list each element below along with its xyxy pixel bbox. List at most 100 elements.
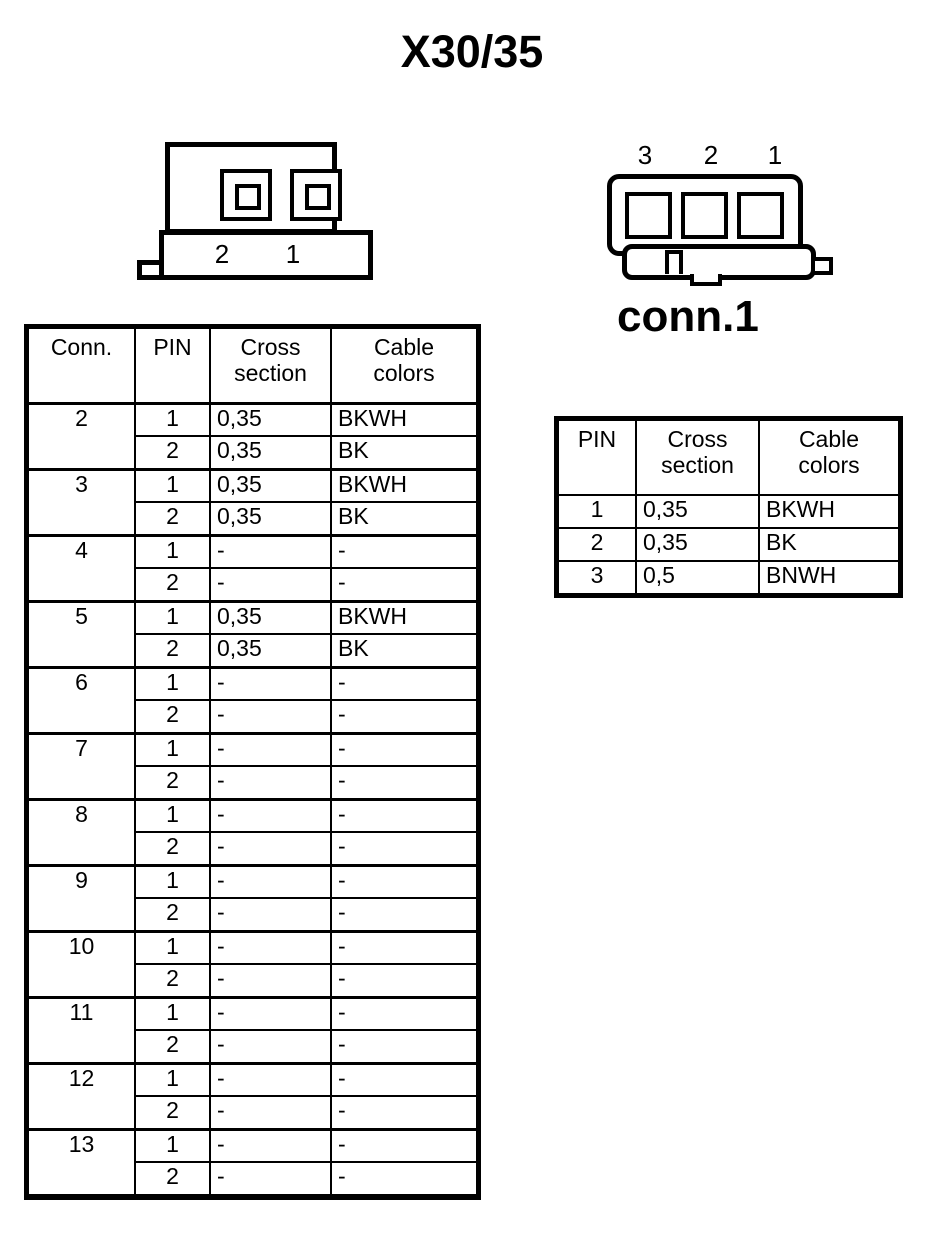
cell-pin: 2 [134,501,211,537]
cell-cross-section: - [209,731,332,767]
cell-cross-section: 0,5 [635,560,760,595]
cell-cross-section: - [209,1029,332,1065]
cell-cable-colors: BK [330,501,478,537]
cell-pin: 1 [134,1061,211,1097]
cell-cable-colors: - [330,765,478,801]
header-cross-line2: section [661,451,734,478]
cell-cable-colors: BNWH [758,560,900,595]
cell-pin: 1 [134,797,211,833]
cell-pin: 2 [134,1029,211,1065]
header-cable-colors: Cable colors [758,419,900,496]
cell-pin: 2 [134,633,211,669]
cell-cross-section: - [209,1127,332,1163]
cell-pin: 1 [134,1127,211,1163]
connector-right-slot-2 [681,192,728,239]
cell-cable-colors: - [330,665,478,701]
cell-pin: 2 [134,699,211,735]
cell-cable-colors: - [330,995,478,1031]
cell-cable-colors: BKWH [330,401,478,437]
connector-right-body [607,174,803,256]
cell-cross-section: - [209,929,332,965]
cell-pin: 1 [557,494,637,529]
cell-cross-section: 0,35 [209,599,332,635]
cell-cable-colors: - [330,533,478,569]
connector-right-slot-1 [737,192,784,239]
cell-cable-colors: - [330,1127,478,1163]
header-pin: PIN [134,327,211,404]
table-row: 2-- [28,1029,478,1065]
header-conn: Conn. [27,327,136,404]
cell-conn: 12 [27,1061,136,1131]
cell-pin: 2 [134,765,211,801]
cell-cable-colors: - [330,863,478,899]
cell-conn: 3 [27,467,136,537]
table-row: 2-- [28,699,478,735]
cell-cable-colors: - [330,1095,478,1131]
cell-conn: 7 [27,731,136,801]
cell-cross-section: - [209,963,332,999]
cell-cable-colors: - [330,699,478,735]
table-row: 2-- [28,1095,478,1131]
connector-left-upper-body [165,142,342,234]
cell-cable-colors: - [330,1029,478,1065]
connector-diagram-left: 2 1 [137,142,377,284]
connector-right-side-tab [811,257,833,275]
connector-left-pin-2-outer [220,169,272,221]
cell-conn: 6 [27,665,136,735]
cell-pin: 1 [134,599,211,635]
cell-pin: 1 [134,533,211,569]
cell-cross-section: - [209,533,332,569]
cell-cable-colors: BK [330,633,478,669]
page-title: X30/35 [400,26,544,77]
cell-cable-colors: BKWH [330,467,478,503]
cell-cross-section: 0,35 [209,467,332,503]
cell-cross-section: - [209,699,332,735]
cell-cable-colors: - [330,831,478,867]
cell-conn: 4 [27,533,136,603]
connector-diagram-right: 3 2 1 conn.1 [605,140,855,341]
cell-cross-section: - [209,765,332,801]
header-cross-line1: Cross [240,334,301,360]
cell-cable-colors: BKWH [330,599,478,635]
header-cable-line1: Cable [373,334,435,360]
header-pin: PIN [557,419,637,496]
cell-cross-section: - [209,863,332,899]
cell-conn: 13 [27,1127,136,1197]
cell-cable-colors: - [330,797,478,833]
table-row: 2-- [28,1161,478,1197]
connector-right-skirt-notch [665,250,683,274]
cell-pin: 3 [557,560,637,595]
cell-cable-colors: BK [758,527,900,562]
cell-pin: 2 [557,527,637,562]
cell-cable-colors: - [330,567,478,603]
connector-right-pin-label-1: 1 [767,140,783,170]
connector-left-pin-1-inner [305,184,331,210]
connector-right-skirt-foot [690,274,722,286]
cell-cross-section: 0,35 [209,435,332,471]
cell-cable-colors: BK [330,435,478,471]
table-row: 2-- [28,567,478,603]
header-cross-line1: Cross [667,426,728,452]
table-right-header-row: PIN Cross section Cable colors [557,419,900,496]
table-row: 2-- [28,963,478,999]
table-row: 2-- [28,765,478,801]
header-cross-line2: section [234,359,307,386]
connector-left-pin-label-1: 1 [285,239,301,269]
connector-left-pin-label-2: 2 [214,239,230,269]
header-cross-section: Cross section [635,419,760,496]
cell-pin: 1 [134,863,211,899]
cell-conn: 8 [27,797,136,867]
cell-conn: 2 [27,401,136,471]
